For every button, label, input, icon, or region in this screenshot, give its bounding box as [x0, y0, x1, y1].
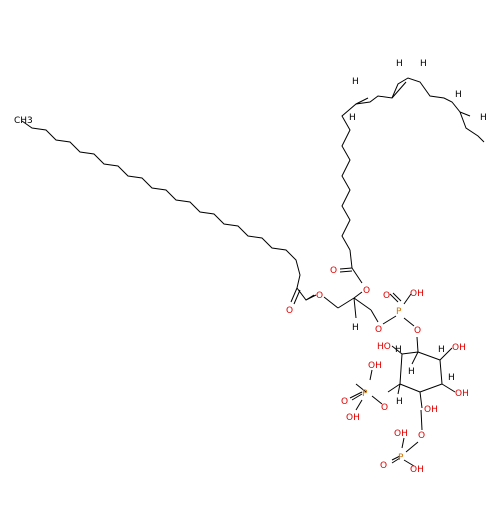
- main-phosphate-double-oxygen: O: [383, 291, 390, 301]
- ester1-link-oxygen: O: [316, 291, 323, 301]
- db1-h-b: H: [352, 77, 359, 87]
- stearoyl-chain: [21, 120, 317, 301]
- left-phosphate-ring-oxygen: O: [381, 403, 388, 413]
- ester1-carbonyl-oxygen: O: [286, 306, 293, 316]
- bottom-phosphate-double-oxygen: O: [380, 461, 387, 471]
- ring-h-c5: H: [408, 367, 415, 377]
- ring-hydroxyl-right: OH: [452, 343, 466, 353]
- left-phosphorus: P: [362, 389, 368, 399]
- ring-hydroxyl-left: HO: [377, 342, 391, 352]
- main-phosphate-bonds: [382, 292, 415, 327]
- ester2-bonds: [339, 249, 363, 284]
- bottom-phosphorus: P: [398, 453, 404, 463]
- left-phosphate-double-oxygen: O: [341, 397, 348, 407]
- db2-h-a: H: [396, 59, 403, 69]
- ring-phosphate-oxygen: O: [414, 326, 421, 336]
- db3-h-b: H: [480, 113, 487, 123]
- ring-h-right: H: [438, 345, 445, 355]
- ester1-bonds: [290, 287, 315, 305]
- ester2-carbonyl-oxygen: O: [330, 266, 337, 276]
- bottom-phosphate-bonds: [391, 409, 423, 467]
- db1-h-a: H: [349, 113, 356, 123]
- left-phosphate-hydroxyl-top: OH: [368, 361, 382, 371]
- ring-hydroxyl-lower-right: OH: [455, 389, 469, 399]
- bottom-phosphate-ring-oxygen: O: [418, 431, 425, 441]
- ring-hydroxyl-lower: OH: [424, 405, 438, 415]
- stereo-hydrogen: H: [352, 323, 359, 333]
- glycerol-bonds: [323, 291, 379, 323]
- unsaturated-chain: [341, 77, 485, 251]
- ring-h-left: H: [395, 345, 402, 355]
- ring-h-lower: H: [396, 397, 403, 407]
- ester2-link-oxygen: O: [363, 286, 370, 296]
- main-phosphate-hydroxyl: OH: [410, 289, 424, 299]
- methyl-label: CH3: [14, 116, 33, 126]
- main-phosphorus: P: [396, 307, 402, 317]
- bottom-phosphate-hydroxyl-bottom: OH: [410, 465, 424, 475]
- db3-h-a: H: [455, 90, 462, 100]
- db2-h-b: H: [420, 59, 427, 69]
- glycerol-phosphate-oxygen: O: [375, 325, 382, 335]
- ring-h-c6: H: [448, 373, 455, 383]
- inositol-ring: [387, 336, 456, 409]
- bottom-phosphate-hydroxyl-top: OH: [394, 429, 408, 439]
- left-phosphate-hydroxyl-bottom: OH: [346, 413, 360, 423]
- left-phosphate-bonds: [349, 369, 383, 411]
